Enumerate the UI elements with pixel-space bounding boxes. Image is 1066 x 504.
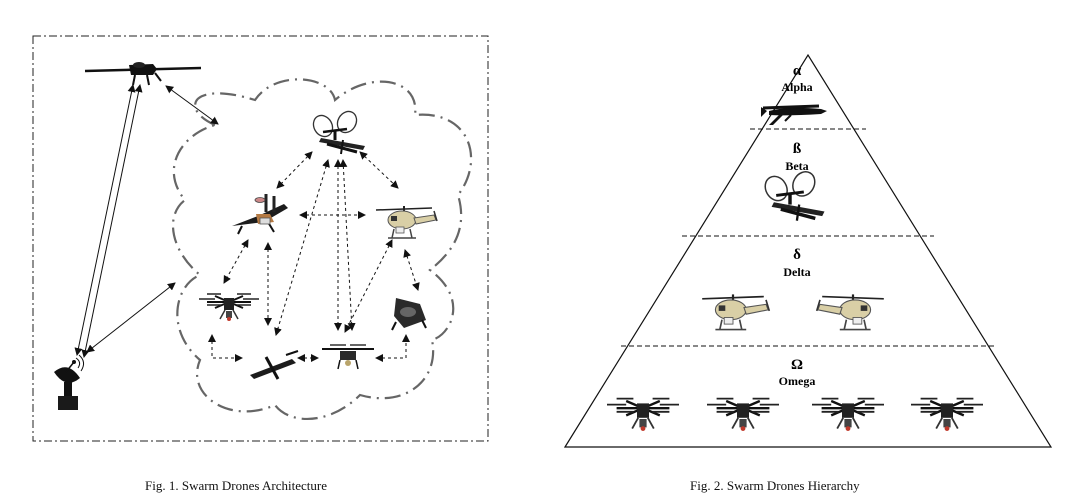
helicopter-drone-icon (701, 293, 771, 331)
helicopter-drone-icon (375, 205, 438, 239)
figure2-caption: Fig. 2. Swarm Drones Hierarchy (690, 478, 860, 493)
tier-omega-symbol: Ω (791, 357, 803, 373)
architecture-frame (32, 35, 489, 442)
swarm-links (208, 151, 420, 362)
hierarchy-pyramid (563, 53, 1053, 448)
ground-links (74, 84, 219, 358)
tier-alpha-symbol: α (793, 63, 802, 79)
tier-dividers (621, 128, 995, 347)
fixed-wing-drone-icon (250, 350, 299, 380)
tier-delta-symbol: δ (793, 247, 801, 263)
ducted-fan-drone-icon (391, 298, 427, 331)
hexacopter-drone-icon (605, 397, 681, 433)
tier-alpha-label: Alpha (781, 80, 812, 94)
hexacopter-drone-icon (705, 397, 781, 433)
uav-fixed-wing-icon (84, 62, 202, 86)
tier-beta-symbol: ß (793, 141, 801, 157)
tier-omega-label: Omega (779, 374, 816, 388)
hexacopter-drone-icon (198, 293, 260, 322)
swarm-cloud (171, 78, 473, 421)
quadcopter-drone-icon (322, 344, 374, 370)
satellite-dish-icon (54, 354, 85, 410)
hexacopter-drone-icon (909, 397, 985, 433)
tiltrotor-drone-icon (308, 106, 367, 156)
tier-delta-label: Delta (783, 265, 810, 279)
helicopter-drone-icon (815, 293, 885, 331)
hexacopter-drone-icon (810, 397, 886, 433)
figure1-caption: Fig. 1. Swarm Drones Architecture (145, 478, 327, 493)
tier-beta-label: Beta (785, 159, 808, 173)
jet-drone-icon (230, 192, 290, 236)
tiltrotor-drone-icon (759, 166, 827, 223)
